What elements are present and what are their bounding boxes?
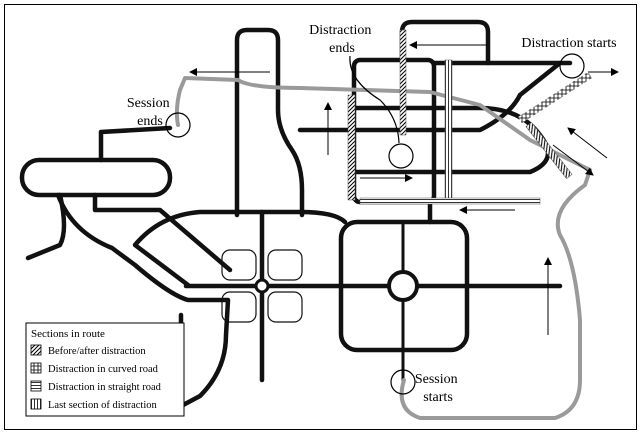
section-upper-vertical (444, 59, 453, 201)
legend-label-curved-road: Distraction in curved road (48, 364, 159, 375)
road-left-diagonals (92, 192, 233, 273)
legend-label-straight-road: Distraction in straight road (48, 382, 162, 393)
legend-swatch-curved-road (30, 362, 42, 374)
distraction-ends-leader (349, 55, 400, 144)
event-markers (165, 53, 585, 395)
route-distraction-sections (347, 29, 592, 205)
left-roundabout (254, 278, 270, 294)
road-left-lower (25, 192, 67, 261)
section-right-diag-band (525, 121, 573, 179)
distraction-ends-marker (388, 143, 414, 169)
road-left-cross (55, 192, 231, 415)
road-upper-right-main (297, 92, 523, 133)
left-loop-road (19, 157, 173, 198)
road-left-connector (98, 125, 173, 163)
arrow-diag-left (552, 144, 594, 176)
distraction-starts-marker (559, 53, 585, 79)
distraction-ends-label: Distraction ends (309, 23, 375, 56)
direction-arrows (189, 41, 619, 335)
legend-swatch-last-section (30, 398, 42, 410)
section-box-left (399, 29, 407, 136)
arrow-diag-right (567, 127, 608, 159)
road-upper-top-box (399, 19, 491, 66)
distraction-starts-label: Distraction starts (521, 36, 616, 51)
legend: Sections in route Before/after distracti… (25, 322, 185, 417)
road-right-to-ramp (517, 60, 563, 98)
figure-frame (4, 4, 637, 430)
section-vertical-hatched (347, 94, 356, 201)
road-center-top (132, 209, 348, 288)
legend-swatch-straight-road (30, 380, 42, 392)
session-ends-label: Session ends (127, 96, 173, 129)
session-starts-marker (390, 369, 416, 395)
legend-swatch-before-after (30, 344, 42, 356)
section-diagonal (518, 72, 592, 123)
legend-box (25, 322, 185, 417)
session-starts-label: Session starts (415, 372, 461, 405)
session-ends-marker (165, 112, 191, 138)
legend-title: Sections in route (31, 328, 105, 340)
right-roundabout (387, 270, 419, 302)
legend-label-before-after: Before/after distraction (48, 346, 146, 357)
legend-label-last-section: Last section of distraction (48, 400, 158, 411)
road-tall-loop (234, 27, 305, 218)
clover-interchange (221, 249, 303, 323)
section-lower-horizontal (359, 197, 541, 205)
